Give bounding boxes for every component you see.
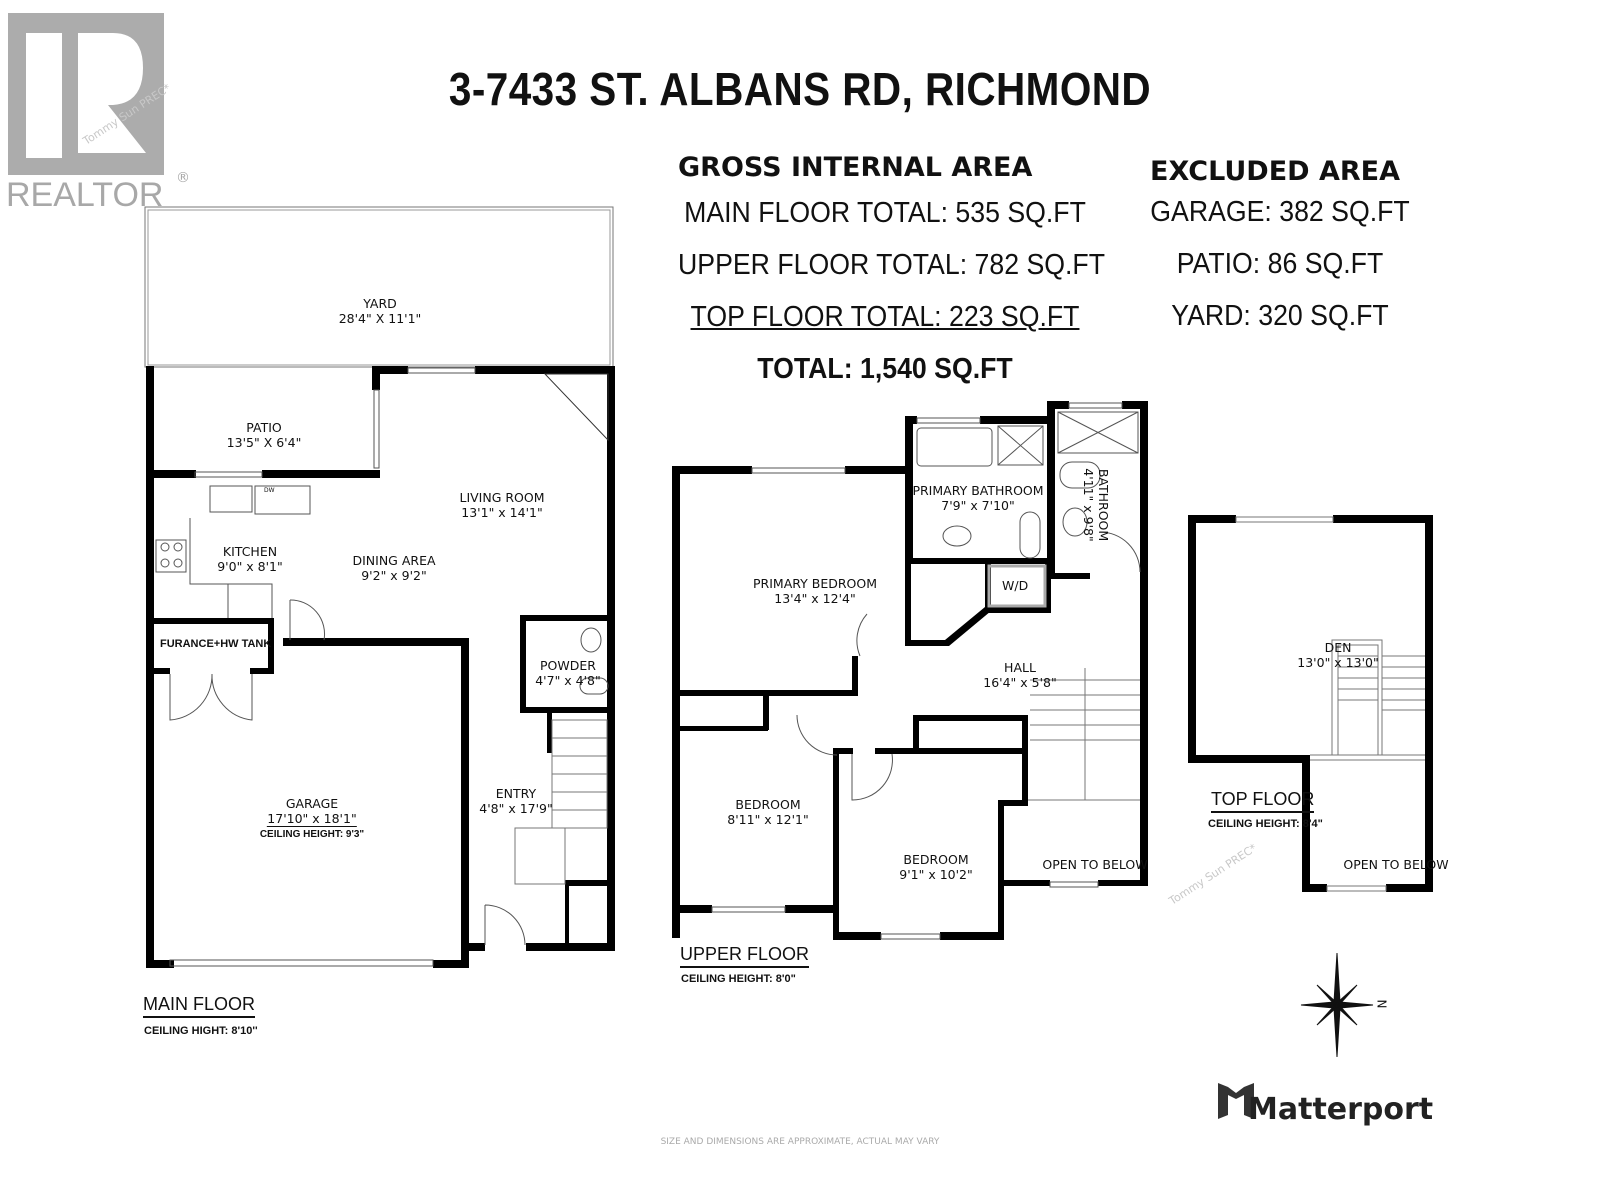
room-dims: 8'11" x 12'1": [727, 812, 809, 827]
upper-floor-ceiling: CEILING HEIGHT: 8'0": [681, 973, 796, 985]
upper-floor-walls: [672, 401, 1148, 940]
matterport-logo-icon: [1218, 1083, 1254, 1119]
room-dims: 4'8" x 17'9": [479, 801, 553, 816]
top-floor-ceiling: CEILING HEIGHT: 8'4": [1208, 818, 1323, 830]
room-name: HALL: [1004, 660, 1036, 675]
room-name: GARAGE: [285, 796, 339, 811]
room-name: DINING AREA: [352, 553, 436, 568]
room-dims: 17'10" x 18'1": [267, 811, 357, 827]
room-open-to-below: OPEN TO BELOW: [1343, 857, 1449, 872]
room-name: BEDROOM: [903, 852, 969, 867]
room-name: DEN: [1324, 640, 1352, 655]
room-dims: 9'1" x 10'2": [899, 867, 973, 882]
gross-area-top: TOP FLOOR TOTAL: 223 SQ.FT: [678, 301, 1092, 334]
room-name: PATIO: [246, 420, 282, 435]
room-dims: 4'11" x 9'8": [1081, 468, 1096, 542]
realtor-registered: ®: [176, 170, 190, 186]
room-open-to-below: OPEN TO BELOW: [1042, 857, 1148, 872]
room-dims: 13'5" X 6'4": [226, 435, 302, 450]
realtor-logo: [8, 13, 164, 175]
upper-floor-fixtures: [711, 402, 1141, 940]
matterport-brand: Matterport: [1248, 1092, 1434, 1127]
main-floor-label: MAIN FLOOR: [143, 994, 256, 1018]
room-name: PRIMARY BEDROOM: [753, 576, 877, 591]
room-dims: 9'2" x 9'2": [361, 568, 427, 583]
dishwasher-label: DW: [264, 487, 275, 494]
room-name: BEDROOM: [735, 797, 801, 812]
room-dims: 13'1" x 14'1": [461, 505, 543, 520]
room-name: BATHROOM: [1096, 468, 1111, 542]
gross-area-heading: GROSS INTERNAL AREA: [678, 152, 1033, 183]
room-dims: 4'7" x 4'8": [535, 673, 601, 688]
room-name: POWDER: [540, 658, 596, 673]
compass-icon: [1300, 952, 1374, 1058]
garage-ceiling: CEILING HEIGHT: 9'3": [259, 829, 365, 840]
disclaimer: SIZE AND DIMENSIONS ARE APPROXIMATE, ACT…: [660, 1137, 940, 1147]
excluded-yard: YARD: 320 SQ.FT: [1171, 300, 1389, 332]
upper-floor-label: UPPER FLOOR: [680, 944, 810, 968]
yard-outline-inner: [147, 209, 611, 366]
top-floor-label: TOP FLOOR: [1211, 789, 1315, 813]
room-name: KITCHEN: [222, 544, 278, 559]
room-dims: 28'4" X 11'1": [338, 311, 422, 326]
room-dims: 9'0" x 8'1": [217, 559, 283, 574]
gross-area-total: TOTAL: 1,540 SQ.FT: [757, 353, 1013, 385]
main-floor-ceiling: CEILING HIGHT: 8'10'': [144, 1025, 258, 1037]
gross-area-main: MAIN FLOOR TOTAL: 535 SQ.FT: [684, 197, 1086, 229]
gross-area-upper: UPPER FLOOR TOTAL: 782 SQ.FT: [678, 249, 1106, 281]
excluded-patio: PATIO: 86 SQ.FT: [1176, 248, 1384, 280]
room-dims: 13'0" x 13'0": [1297, 655, 1379, 670]
top-floor-walls: [1188, 515, 1433, 892]
excluded-area-heading: EXCLUDED AREA: [1150, 156, 1400, 187]
main-floor-walls: [146, 366, 615, 968]
main-floor-fixtures: [155, 367, 609, 967]
top-floor-stairs: [1235, 516, 1425, 892]
yard-outline: [144, 206, 614, 368]
realtor-r-icon: [8, 13, 164, 175]
room-dims: 7'9" x 7'10": [941, 498, 1015, 513]
compass-north-label: N: [1374, 999, 1389, 1009]
page-title: 3-7433 ST. ALBANS RD, RICHMOND: [448, 63, 1152, 115]
room-name: ENTRY: [495, 786, 537, 801]
excluded-garage: GARAGE: 382 SQ.FT: [1150, 196, 1410, 228]
room-wd: W/D: [1002, 578, 1029, 593]
room-name: LIVING ROOM: [459, 490, 545, 505]
gross-area-top-text: TOP FLOOR TOTAL: 223 SQ.FT: [690, 301, 1080, 333]
room-dims: 16'4" x 5'8": [983, 675, 1057, 690]
room-dims: 13'4" x 12'4": [774, 591, 856, 606]
room-name: PRIMARY BATHROOM: [912, 483, 1044, 498]
room-furnace: FURANCE+HW TANK: [160, 638, 272, 650]
room-name: YARD: [363, 296, 397, 311]
realtor-wordmark: REALTOR: [6, 176, 164, 214]
